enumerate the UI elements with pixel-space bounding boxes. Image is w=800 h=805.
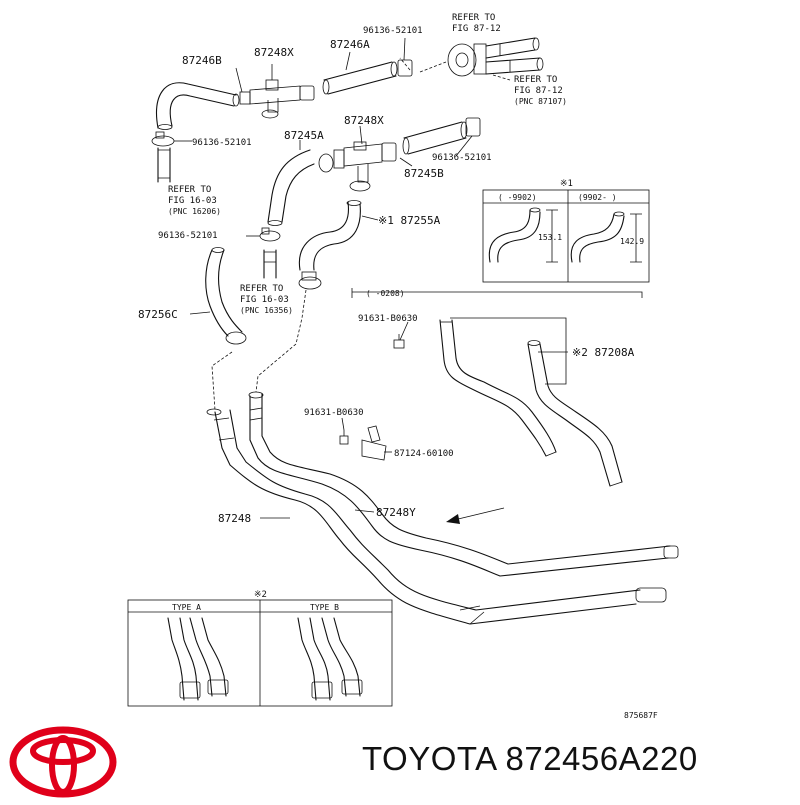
label-inset1-mark: ※1 xyxy=(560,179,573,189)
box-87208a xyxy=(450,317,567,385)
label-ref-fig16-a-3: (PNC 16206) xyxy=(168,207,221,216)
hose-87208a-drawing xyxy=(439,319,623,487)
label-ref-fig87-right-2: FIG 87-12 xyxy=(514,86,563,96)
label-87246b: 87246B xyxy=(182,54,222,67)
inset-2 xyxy=(127,599,393,707)
dash-top-2 xyxy=(399,57,411,71)
t-connector-top-drawing xyxy=(239,79,315,119)
label-type-b: TYPE B xyxy=(310,603,339,612)
toyota-logo xyxy=(9,726,117,798)
label-inset1-right-head: (9902- ) xyxy=(578,193,617,202)
label-ref-fig16-b-3: (PNC 16356) xyxy=(240,306,293,315)
label-87246a: 87246A xyxy=(330,38,370,51)
arrow-shaft xyxy=(453,507,505,521)
bracket-87124-drawing xyxy=(339,425,387,461)
label-87256c: 87256C xyxy=(138,308,178,321)
t-connector-mid-drawing xyxy=(318,141,397,192)
clamp-lower-drawing xyxy=(259,227,281,279)
dash-87256c xyxy=(211,351,233,411)
hose-87245b-drawing xyxy=(402,117,481,155)
label-96136-left: 96136-52101 xyxy=(192,138,252,148)
dash-87255a xyxy=(255,289,307,393)
bolt-top-drawing xyxy=(393,334,405,349)
dash-top-1 xyxy=(419,61,447,73)
leader-lines xyxy=(188,37,568,519)
label-ref-fig87-right-3: (PNC 87107) xyxy=(514,97,567,106)
label-ref-fig87-right-1: REFER TO xyxy=(514,75,557,85)
label-87248: 87248 xyxy=(218,512,251,525)
label-figure-id: 875687F xyxy=(624,711,658,720)
label-87255a: ※1 87255A xyxy=(378,214,441,227)
label-91631-top: 91631-B0630 xyxy=(358,314,418,324)
hose-87246b-drawing xyxy=(156,82,240,130)
label-87248x-mid: 87248X xyxy=(344,114,384,127)
heater-valve-drawing xyxy=(447,37,544,77)
arrow-icon xyxy=(446,514,460,524)
dash-top-3 xyxy=(492,74,511,81)
label-ref-fig16-a-2: FIG 16-03 xyxy=(168,196,217,206)
label-inset1-dim-left: 153.1 xyxy=(538,233,562,242)
caption-brand: TOYOTA xyxy=(362,740,496,777)
label-ref-fig16-b-1: REFER TO xyxy=(240,284,283,294)
hose-87245a-drawing xyxy=(267,149,315,226)
label-87245b: 87245B xyxy=(404,167,444,180)
label-96136-lower: 96136-52101 xyxy=(158,231,218,241)
label-91631-mid: 91631-B0630 xyxy=(304,408,364,418)
part-caption: TOYOTA 872456A220 xyxy=(362,740,792,778)
label-87208a: ※2 87208A xyxy=(572,346,635,359)
logo-top-ring xyxy=(30,737,96,765)
logo-center-ring xyxy=(49,735,77,795)
label-inset2-mark: ※2 xyxy=(254,590,267,600)
label-87245a: 87245A xyxy=(284,129,324,142)
label-87124: 87124-60100 xyxy=(394,449,454,459)
range-bracket xyxy=(351,288,643,298)
label-inset1-dim-right: 142.9 xyxy=(620,237,644,246)
hose-87256c-drawing xyxy=(205,247,247,345)
pipe-87248y-drawing xyxy=(248,391,679,577)
label-inset1-left-head: ( -9902) xyxy=(498,193,537,202)
pipe-fig16-left-drawing xyxy=(157,147,171,183)
label-range-0208: ( -0208) xyxy=(366,289,405,298)
label-type-a: TYPE A xyxy=(172,603,201,612)
caption-part-number: 872456A220 xyxy=(505,740,698,777)
label-87248y: 87248Y xyxy=(376,506,416,519)
clamp-left-drawing xyxy=(151,131,188,147)
label-ref-fig16-b-2: FIG 16-03 xyxy=(240,295,289,305)
label-96136-mid: 96136-52101 xyxy=(432,153,492,163)
label-87248x-top: 87248X xyxy=(254,46,294,59)
label-ref-fig16-a-1: REFER TO xyxy=(168,185,211,195)
label-ref-fig87-top-2: FIG 87-12 xyxy=(452,24,501,34)
hose-87246a-drawing xyxy=(322,59,413,95)
inset-1 xyxy=(482,189,650,283)
hose-87255a-drawing xyxy=(298,200,362,290)
pipe-87248-drawing xyxy=(206,408,667,625)
label-96136-top: 96136-52101 xyxy=(363,26,423,36)
label-ref-fig87-top-1: REFER TO xyxy=(452,13,495,23)
